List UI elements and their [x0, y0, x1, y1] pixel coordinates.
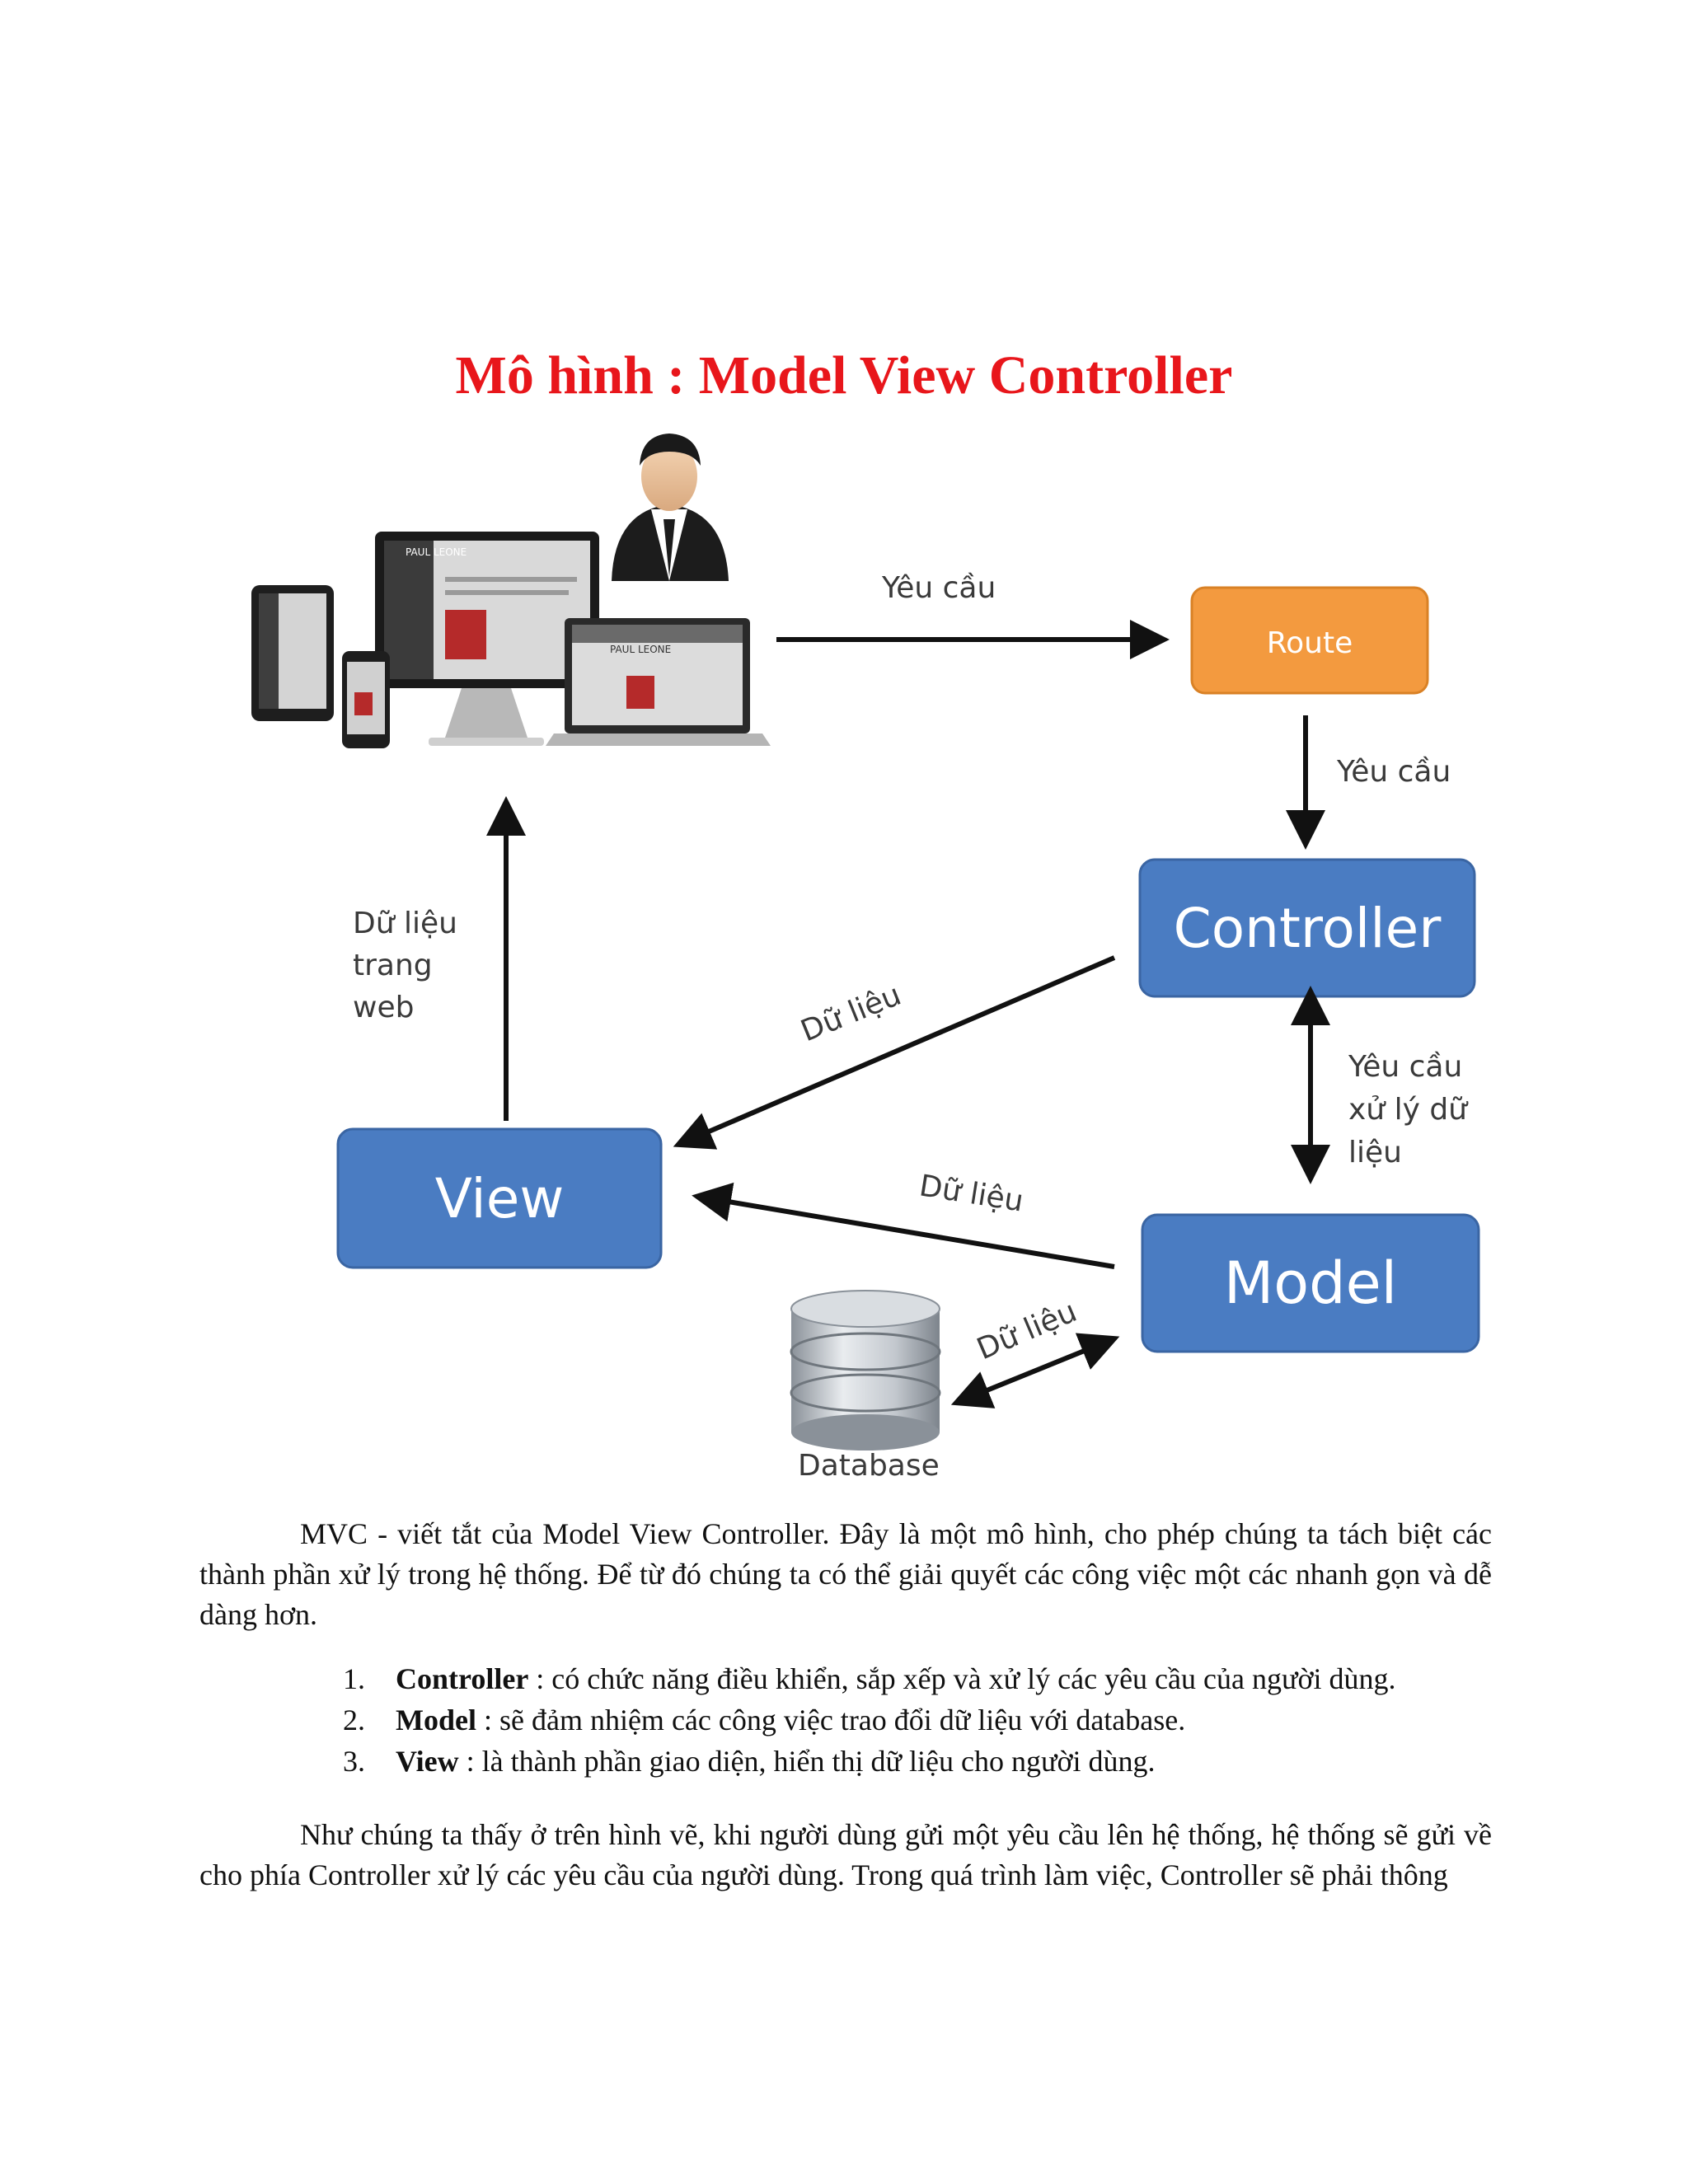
devices-illustration: PAUL LEONE PAUL LEONE — [251, 532, 771, 748]
label-view-user-2: trang — [353, 949, 433, 982]
list-item: 2. Model : sẽ đảm nhiệm các công việc tr… — [343, 1699, 1396, 1741]
list-term: Controller — [396, 1662, 529, 1695]
route-label: Route — [1267, 626, 1353, 660]
label-view-user-3: web — [353, 991, 414, 1024]
label-route-controller: Yêu cầu — [1336, 755, 1451, 789]
controller-label: Controller — [1174, 897, 1442, 960]
model-label: Model — [1224, 1249, 1397, 1317]
page-title: Mô hình : Model View Controller — [455, 345, 1233, 405]
list-term: View — [396, 1745, 459, 1778]
label-view-user-1: Dữ liệu — [353, 907, 457, 940]
component-list: 1. Controller : có chức năng điều khiển,… — [343, 1658, 1396, 1782]
list-desc: : có chức năng điều khiển, sắp xếp và xử… — [528, 1662, 1396, 1695]
list-desc: : là thành phần giao diện, hiển thị dữ l… — [458, 1745, 1156, 1778]
model-box — [1141, 1213, 1480, 1353]
label-controller-model-1: Yêu cầu — [1348, 1050, 1462, 1084]
mockup-header: PAUL LEONE — [406, 546, 467, 558]
mvc-diagram: PAUL LEONE PAUL LEONE Route Controller V… — [251, 434, 1480, 1483]
label-controller-model-3: liệu — [1348, 1136, 1402, 1169]
list-item: 3. View : là thành phần giao diện, hiển … — [343, 1741, 1396, 1782]
list-item: 1. Controller : có chức năng điều khiển,… — [343, 1658, 1396, 1699]
label-controller-view: Dữ liệu — [796, 978, 906, 1049]
arrow-model-view — [692, 1182, 1115, 1269]
intro-paragraph: MVC - viết tắt của Model View Controller… — [199, 1517, 1492, 1631]
route-box — [1190, 586, 1429, 695]
view-label: View — [435, 1167, 565, 1230]
user-icon — [612, 434, 729, 581]
label-controller-model-2: xử lý dữ — [1348, 1093, 1469, 1127]
database-label: Database — [798, 1449, 940, 1483]
label-user-route: Yêu cầu — [881, 571, 996, 605]
list-desc: : sẽ đảm nhiệm các công việc trao đổi dữ… — [476, 1704, 1186, 1736]
laptop-header: PAUL LEONE — [610, 644, 671, 655]
list-term: Model — [396, 1704, 476, 1736]
database-icon — [790, 1290, 941, 1451]
list-number: 2. — [343, 1704, 365, 1736]
list-number: 1. — [343, 1662, 365, 1695]
arrow-database-model — [950, 1333, 1120, 1408]
label-model-view: Dữ liệu — [917, 1169, 1026, 1218]
list-number: 3. — [343, 1745, 365, 1778]
arrow-controller-view — [673, 955, 1116, 1150]
closing-paragraph: Như chúng ta thấy ở trên hình vẽ, khi ng… — [199, 1818, 1492, 1891]
view-box — [336, 1127, 663, 1269]
